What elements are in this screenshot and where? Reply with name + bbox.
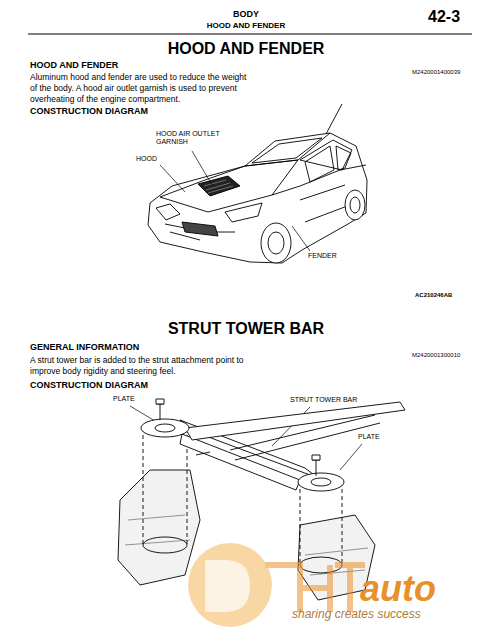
part-name: PLATE <box>113 395 135 403</box>
document-code: M2420001300010 <box>412 352 460 359</box>
subheading: GENERAL INFORMATION <box>30 342 139 352</box>
subheading: CONSTRUCTION DIAGRAM <box>30 106 148 116</box>
watermark: sharing creates success <box>292 608 421 622</box>
figure-code: AC210246AB <box>415 292 452 299</box>
part-name: PLATE <box>358 433 380 441</box>
header-section: HOOD AND FENDER <box>207 21 285 30</box>
document-code: M2420001400039 <box>412 69 460 76</box>
part-name: FENDER <box>308 252 337 260</box>
header-chapter: BODY <box>233 9 259 19</box>
header-rule <box>28 34 472 35</box>
page-number: 42-3 <box>428 8 460 26</box>
car-illustration <box>148 104 367 263</box>
watermark: auto <box>360 568 436 609</box>
subheading: CONSTRUCTION DIAGRAM <box>30 380 148 390</box>
body-text: Aluminum hood and fender are used to red… <box>30 72 248 105</box>
section-title: HOOD AND FENDER <box>168 40 325 58</box>
subheading: HOOD AND FENDER <box>30 60 118 70</box>
part-name: HOOD AIR OUTLET GARNISH <box>156 130 234 146</box>
section-title: STRUT TOWER BAR <box>168 320 324 338</box>
part-name: STRUT TOWER BAR <box>290 396 357 404</box>
part-name: HOOD <box>136 155 157 163</box>
body-text: A strut tower bar is added to the strut … <box>30 355 248 377</box>
